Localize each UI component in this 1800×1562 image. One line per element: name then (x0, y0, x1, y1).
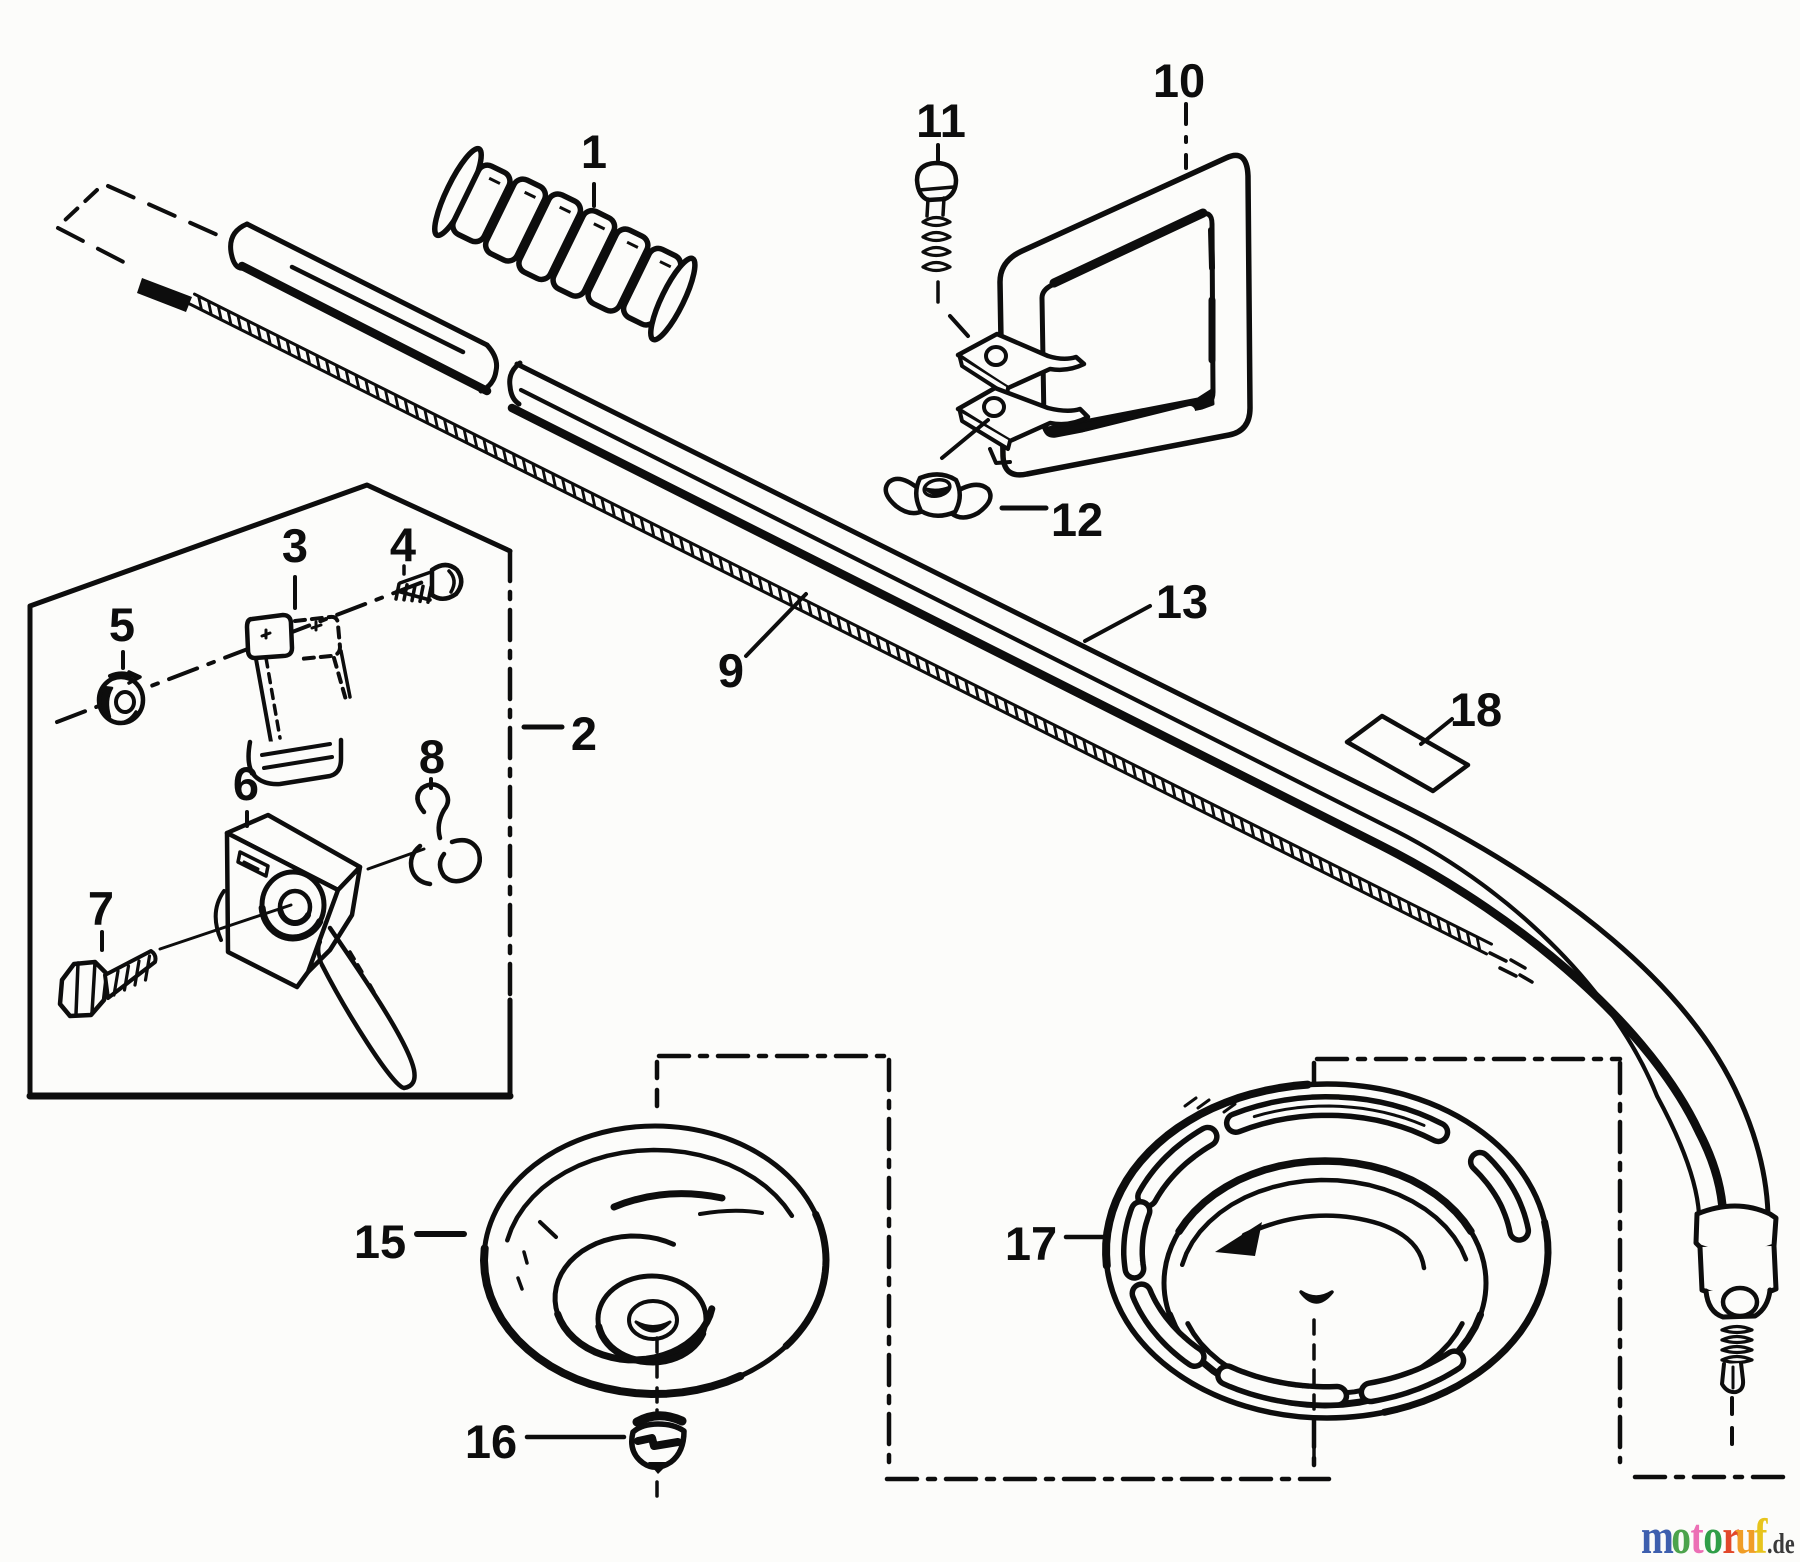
svg-text:6: 6 (233, 757, 259, 810)
svg-text:m: m (1641, 1509, 1674, 1562)
svg-text:11: 11 (916, 94, 966, 147)
svg-text:o: o (1671, 1509, 1691, 1562)
svg-text:u: u (1735, 1509, 1757, 1562)
svg-text:18: 18 (1450, 683, 1502, 736)
svg-text:.de: .de (1767, 1530, 1795, 1560)
svg-text:3: 3 (282, 519, 308, 572)
svg-text:5: 5 (109, 598, 135, 651)
svg-text:12: 12 (1051, 493, 1103, 546)
svg-text:16: 16 (465, 1415, 517, 1468)
svg-text:9: 9 (718, 644, 744, 697)
svg-text:15: 15 (354, 1215, 406, 1268)
svg-text:o: o (1703, 1509, 1723, 1562)
svg-text:1: 1 (581, 125, 607, 178)
svg-text:2: 2 (571, 707, 597, 760)
svg-text:8: 8 (419, 730, 445, 783)
svg-text:13: 13 (1156, 575, 1208, 628)
svg-text:r: r (1722, 1509, 1740, 1562)
svg-text:10: 10 (1153, 54, 1205, 107)
svg-text:4: 4 (390, 518, 416, 571)
svg-text:7: 7 (88, 882, 114, 935)
svg-text:17: 17 (1005, 1217, 1057, 1270)
svg-text:t: t (1691, 1509, 1704, 1562)
svg-text:f: f (1754, 1509, 1768, 1562)
